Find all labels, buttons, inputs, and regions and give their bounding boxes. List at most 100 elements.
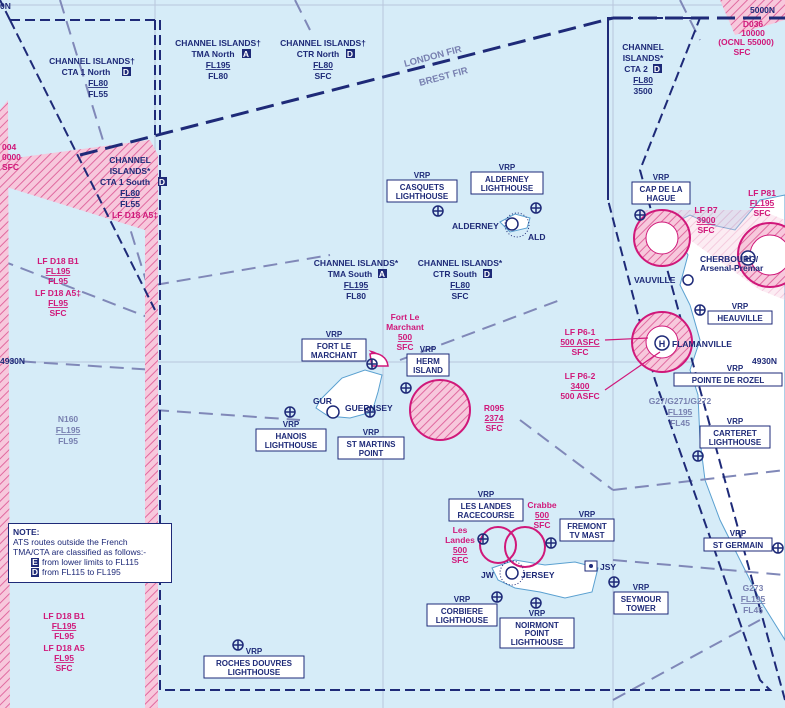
lfd18a5-l1: LF D18 A5‡ [35, 288, 81, 298]
tmasouth-class: A [379, 269, 385, 279]
cta1s-l2: ISLANDS* [110, 166, 151, 176]
vrp-noirmont-icon [530, 597, 542, 609]
vrp-names: CASQUETS LIGHTHOUSE ALDERNEY LIGHTHOUSE … [216, 175, 764, 677]
r095-circle [409, 379, 471, 441]
lat-right-label: 4930N [752, 356, 777, 366]
flm-l2: Marchant [386, 322, 424, 332]
vrp-tag: VRP [478, 490, 495, 499]
cta2-upper: FL80 [633, 75, 653, 85]
vrp-stgermain-line1: ST GERMAIN [713, 541, 763, 550]
vrp-corbiere-icon [491, 591, 503, 603]
r095-lower: SFC [486, 423, 503, 433]
fir-labels: LONDON FIR BREST FIR [403, 44, 469, 89]
ctrsouth-upper: FL80 [450, 280, 470, 290]
lfd18b1-upper: FL195 [46, 266, 71, 276]
vauville-icon [682, 274, 694, 286]
vrp-tag: VRP [727, 417, 744, 426]
ctrnorth-l1: CHANNEL ISLANDS† [280, 38, 366, 48]
g273-name: G273 [743, 583, 764, 593]
d036-l1: D036 [743, 19, 764, 29]
ctrnorth-class-badge [346, 49, 355, 58]
vauville-label: VAUVILLE [634, 275, 676, 285]
cta2-l3: CTA 2 [624, 64, 648, 74]
vrp-tag: VRP [283, 420, 300, 429]
flm-lower: SFC [397, 342, 414, 352]
jsy-label: JSY [600, 562, 616, 572]
vrp-tag: VRP [363, 428, 380, 437]
london-fir-label: LONDON FIR [403, 44, 463, 70]
vrp-fremont-line2: TV MAST [569, 531, 604, 540]
cta1n-lower: FL55 [88, 89, 108, 99]
vrp-leslandes-icon [477, 533, 489, 545]
note-line1: ATS routes outside the French [13, 537, 128, 547]
lfp81-upper: FL195 [750, 198, 775, 208]
vrp-corbiere-line1: CORBIERE [441, 607, 484, 616]
crabbe-circle [504, 526, 546, 568]
d036-l3: (OCNL 55000) [718, 37, 774, 47]
vrp-stmartins-line2: POINT [359, 449, 384, 458]
les-landes-circle [479, 526, 517, 564]
vrp-caphague-line1: CAP DE LA [640, 185, 683, 194]
cta1s-class: D [159, 177, 165, 187]
lfd18a5-lower: SFC [50, 308, 67, 318]
vrp-carteret-icon [692, 450, 704, 462]
lfd18b1-lower: FL95 [48, 276, 68, 286]
vrp-carteret-line1: CARTERET [713, 429, 757, 438]
vrp-fort-line2: MARCHANT [311, 351, 357, 360]
crabbe-l1: Crabbe [527, 500, 557, 510]
r095-upper: 2374 [485, 413, 504, 423]
n160-name: N160 [58, 414, 79, 424]
lfp7-l1: LF P7 [694, 205, 717, 215]
guernsey-aerodrome-icon [326, 405, 340, 419]
vrp-herm-line1: HERM [416, 357, 440, 366]
ctrnorth-upper: FL80 [313, 60, 333, 70]
lfd18b1-l1: LF D18 B1 [37, 256, 79, 266]
fort-le-marchant-danger [369, 352, 389, 367]
crabbe-lower: SFC [534, 520, 551, 530]
ctrsouth-class: D [484, 269, 490, 279]
class-d-badge: D [31, 567, 39, 577]
crabbe-upper: 500 [535, 510, 549, 520]
hatch-diagonal [0, 140, 158, 708]
ctrsouth-l2: CTR South [433, 269, 477, 279]
top-left-grid-label: 0N [0, 1, 11, 11]
g273-upper: FL195 [741, 594, 766, 604]
cherbourg-label-2: Arsenal-Premar [700, 263, 764, 273]
tmanorth-l2: TMA North [191, 49, 234, 59]
tmasouth-l2: TMA South [328, 269, 373, 279]
jsy-ndb-dot [589, 564, 593, 568]
ctrnorth-lower: SFC [315, 71, 332, 81]
class-e-badge: E [31, 557, 39, 567]
vrp-tag: VRP [529, 609, 546, 618]
vrp-tag: VRP [579, 510, 596, 519]
tmanorth-class: A [243, 49, 249, 59]
vrp-roches-line2: LIGHTHOUSE [228, 668, 281, 677]
tmasouth-class-badge [378, 269, 387, 278]
vrp-stgermain-icon [772, 542, 784, 554]
vrp-corbiere-line2: LIGHTHOUSE [436, 616, 489, 625]
vrp-fort-icon [366, 358, 378, 370]
ctrnorth-class: D [347, 49, 353, 59]
lfp7-lower: SFC [698, 225, 715, 235]
vrp-markers [232, 202, 784, 651]
cta1s-lower: FL55 [120, 199, 140, 209]
vrp-leslandes-line1: LES LANDES [461, 502, 512, 511]
vrp-alderney-line2: LIGHTHOUSE [481, 184, 534, 193]
tmanorth-lower: FL80 [208, 71, 228, 81]
vrp-fort-line1: FORT LE [317, 342, 352, 351]
vrp-casquets-line2: LIGHTHOUSE [396, 192, 449, 201]
lfp81-lower: SFC [754, 208, 771, 218]
g27-name: G27/G271/G272 [649, 396, 712, 406]
vrp-tag: VRP [633, 583, 650, 592]
vrp-tag: VRP [730, 529, 747, 538]
restricted-leaders [604, 337, 661, 391]
lfp62-upper: 3400 [571, 381, 590, 391]
d036-l2: 10000 [741, 28, 765, 38]
vrp-seymour-icon [608, 576, 620, 588]
vrp-caphague-line2: HAGUE [647, 194, 677, 203]
leslandes-l1: Les [453, 525, 468, 535]
